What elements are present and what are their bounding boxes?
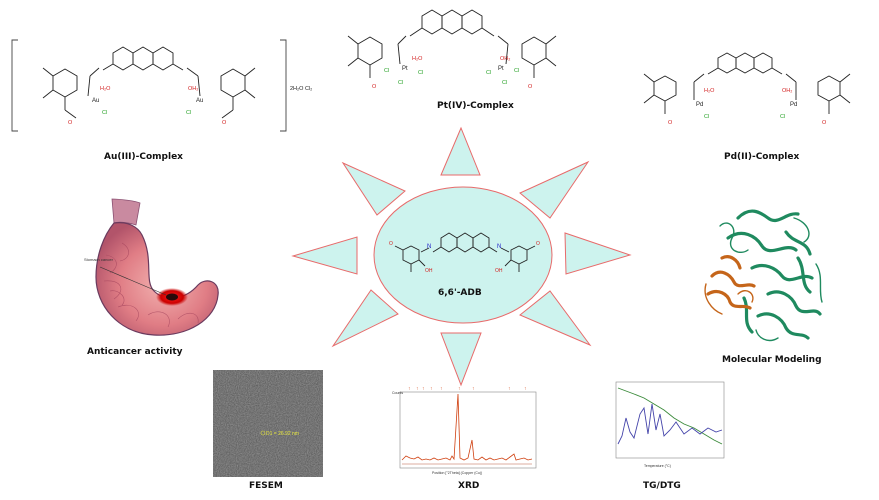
au-o-right: O [222, 120, 227, 126]
pt-metal-left: Pt [402, 66, 408, 72]
au-o-left: O [68, 120, 73, 126]
svg-text:↑: ↑ [408, 386, 411, 392]
au-complex-structure: Au Au H₂O OH₂ Cl Cl O O 2H₂O Cl₂ [11, 39, 312, 132]
pt-o-right: O [528, 84, 533, 90]
pd-metal-right: Pd [790, 102, 797, 108]
svg-text:↑: ↑ [430, 386, 433, 392]
au-metal-left: Au [92, 98, 99, 104]
au-complex-label: Au(III)-Complex [104, 152, 183, 162]
pd-o-right: O [822, 120, 827, 126]
pd-cl-right: Cl [780, 114, 785, 120]
pd-water-left: H₂O [704, 88, 715, 94]
tg-x-axis-label: Temperature (°C) [644, 464, 671, 468]
xrd-x-axis-label: Position [°2Theta] (Copper (Cu)) [432, 471, 482, 475]
ray-top [440, 126, 481, 176]
ray-lower-right [519, 290, 592, 347]
center-ellipse [373, 186, 553, 324]
fesem-image: D1 = 26.92 nm [213, 370, 323, 477]
fesem-annotation: D1 = 26.92 nm [266, 431, 299, 437]
pt-cl-5: Cl [514, 68, 519, 74]
xrd-y-axis-label: Counts [392, 391, 403, 395]
pt-cl-6: Cl [502, 80, 507, 86]
ligand-structure: N N OH OH O O [389, 232, 540, 274]
pt-water-left: H₂O [412, 56, 423, 62]
au-cl-left: Cl [102, 110, 107, 116]
ligand-oh-left: OH [425, 268, 433, 274]
molecular-modeling-label: Molecular Modeling [722, 355, 822, 365]
stomach-illustration: Stomach cancer [84, 198, 219, 336]
pd-cl-left: Cl [704, 114, 709, 120]
pd-complex-structure: Pd Pd H₂O OH₂ Cl Cl O O [643, 52, 851, 126]
tg-dtg-chart: Temperature (°C) [615, 381, 725, 468]
svg-text:↑: ↑ [440, 386, 443, 392]
stomach-body [95, 222, 219, 336]
pt-metal-right: Pt [498, 66, 504, 72]
ray-lower-left [331, 289, 399, 348]
au-aqua-right: OH₂ [188, 86, 198, 92]
protein-ribbon [704, 209, 823, 342]
ray-bottom [440, 332, 482, 387]
pt-cl-4: Cl [486, 70, 491, 76]
tg-dtg-label: TG/DTG [643, 481, 681, 491]
ligand-oh-right: OH [495, 268, 503, 274]
ligand-label: 6,6'-ADB [438, 288, 482, 298]
pd-aqua-right: OH₂ [782, 88, 792, 94]
ray-left [291, 236, 358, 275]
pt-aqua-right: OH₂ [500, 56, 510, 62]
xrd-chart: ↑↑↑ ↑↑↑ ↑↑↑ Counts Position [°2Theta] (C… [392, 386, 537, 475]
ligand-o-right: O [536, 241, 540, 247]
pt-o-left: O [372, 84, 377, 90]
ligand-o-left: O [389, 241, 393, 247]
au-counter-ions: 2H₂O Cl₂ [290, 86, 312, 92]
svg-text:↑: ↑ [508, 386, 511, 392]
ray-right [564, 232, 632, 275]
anticancer-label: Anticancer activity [87, 347, 183, 357]
au-water-left: H₂O [100, 86, 111, 92]
pt-complex-label: Pt(IV)-Complex [437, 101, 514, 111]
au-metal-right: Au [196, 98, 203, 104]
svg-text:↑: ↑ [472, 386, 475, 392]
pt-cl-3: Cl [398, 80, 403, 86]
ligand-n-left: N [427, 244, 431, 250]
pd-metal-left: Pd [696, 102, 703, 108]
ray-upper-right [519, 160, 590, 219]
svg-text:↑: ↑ [422, 386, 425, 392]
pt-cl-1: Cl [384, 68, 389, 74]
au-cl-right: Cl [186, 110, 191, 116]
pd-o-left: O [668, 120, 673, 126]
ray-upper-left [341, 161, 406, 216]
svg-text:↑: ↑ [458, 386, 461, 392]
stomach-cancer-label: Stomach cancer [84, 257, 114, 262]
fesem-label: FESEM [249, 481, 283, 491]
ligand-bonds [394, 232, 536, 272]
pd-complex-label: Pd(II)-Complex [724, 152, 800, 162]
svg-text:↑: ↑ [416, 386, 419, 392]
pt-complex-structure: Pt Pt H₂O OH₂ Cl Cl Cl Cl Cl Cl O O [347, 9, 557, 90]
pt-cl-2: Cl [418, 70, 423, 76]
ligand-n-right: N [497, 244, 501, 250]
svg-text:↑: ↑ [524, 386, 527, 392]
xrd-label: XRD [458, 481, 480, 491]
